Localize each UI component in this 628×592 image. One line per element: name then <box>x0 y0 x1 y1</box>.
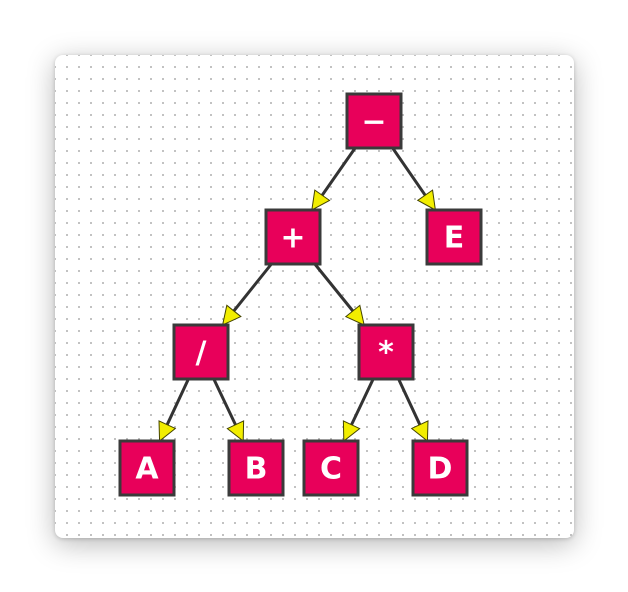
node-b: B <box>227 439 285 497</box>
node-label: A <box>135 452 159 487</box>
node-label: E <box>444 221 465 256</box>
node-e: E <box>425 208 483 266</box>
node-label: * <box>378 336 394 371</box>
edge-minus-plus <box>311 146 357 211</box>
edge-minus-e <box>391 146 437 211</box>
edge-line <box>212 377 237 427</box>
node-label: C <box>320 452 342 487</box>
node-box <box>425 208 483 266</box>
node-minus: − <box>345 92 403 150</box>
edge-line <box>313 262 355 313</box>
edge-line <box>397 377 422 427</box>
edge-slash-b <box>212 377 245 443</box>
arrowhead-icon <box>311 189 331 211</box>
node-box <box>172 323 230 381</box>
edge-line <box>350 377 375 427</box>
node-star: * <box>357 323 415 381</box>
edge-star-c <box>342 377 375 443</box>
arrowhead-icon <box>416 189 437 211</box>
node-label: − <box>361 105 386 140</box>
node-box <box>357 323 415 381</box>
node-box <box>345 92 403 150</box>
nodes-layer: − + E / * A B C D <box>118 92 483 497</box>
arrowhead-icon <box>342 420 361 443</box>
node-c: C <box>302 439 360 497</box>
node-d: D <box>411 439 469 497</box>
arrowhead-icon <box>226 420 245 443</box>
edge-line <box>391 146 427 197</box>
node-label: B <box>245 452 268 487</box>
edge-line <box>232 262 273 313</box>
edge-star-d <box>397 377 429 443</box>
node-box <box>227 439 285 497</box>
node-plus: + <box>264 208 322 266</box>
node-box <box>302 439 360 497</box>
node-box <box>118 439 176 497</box>
arrowhead-icon <box>344 304 365 326</box>
node-slash: / <box>172 323 230 381</box>
edge-plus-star <box>313 262 365 326</box>
node-a: A <box>118 439 176 497</box>
edge-line <box>320 146 357 197</box>
node-label: D <box>428 452 453 487</box>
edge-line <box>165 377 190 427</box>
node-box <box>264 208 322 266</box>
edge-plus-slash <box>221 262 273 326</box>
arrowhead-icon <box>410 420 429 443</box>
edges-layer <box>158 146 437 443</box>
node-label: / <box>196 336 207 371</box>
edge-slash-a <box>158 377 190 443</box>
node-box <box>411 439 469 497</box>
arrowhead-icon <box>158 420 177 443</box>
arrowhead-icon <box>221 304 242 326</box>
node-label: + <box>280 221 305 256</box>
